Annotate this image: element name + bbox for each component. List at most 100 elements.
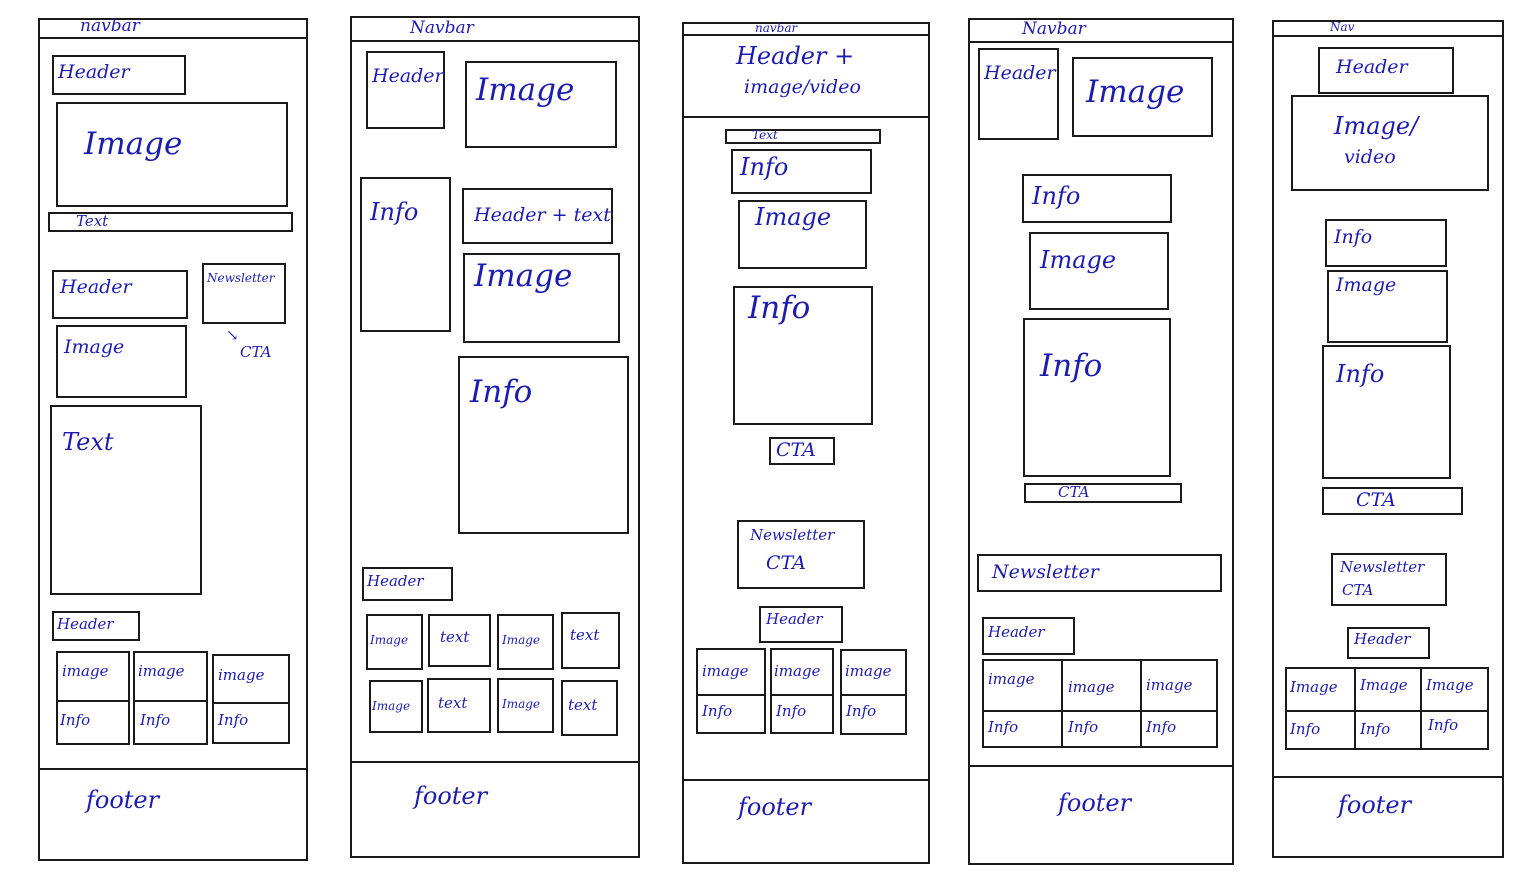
info-box bbox=[733, 286, 873, 425]
image-label: Image bbox=[755, 203, 832, 231]
hero-sublabel: image/video bbox=[744, 76, 861, 98]
image-box bbox=[465, 61, 617, 148]
grid-col-divider bbox=[1354, 667, 1356, 750]
info-box bbox=[731, 149, 872, 194]
header-label: Header bbox=[372, 65, 444, 87]
info-box bbox=[1322, 345, 1451, 479]
grid-info-label: Info bbox=[1360, 720, 1391, 738]
cta-label: CTA bbox=[1058, 483, 1090, 501]
info-box bbox=[458, 356, 629, 534]
newsletter-box bbox=[1331, 553, 1447, 606]
footer-label: footer bbox=[414, 782, 488, 810]
newsletter-box bbox=[977, 554, 1222, 592]
header-label: Header bbox=[60, 276, 132, 298]
info-label: Info bbox=[1336, 360, 1385, 388]
hero-label: Header + bbox=[736, 42, 855, 70]
header-text-label: Header + text bbox=[474, 204, 611, 226]
header-label: Header bbox=[58, 61, 130, 83]
image-label: Image bbox=[1086, 74, 1185, 110]
cell-divider bbox=[212, 702, 290, 704]
grid-text-label: text bbox=[438, 694, 468, 712]
header-box bbox=[52, 55, 186, 95]
footer-divider bbox=[1272, 776, 1504, 778]
newsletter-label: Newsletter bbox=[207, 271, 275, 285]
grid-cell bbox=[427, 678, 491, 733]
image-label: Image bbox=[1040, 246, 1117, 274]
grid-info-label: Info bbox=[1068, 718, 1099, 736]
grid-image-label: Image bbox=[1426, 676, 1474, 694]
grid-text-label: text bbox=[568, 696, 598, 714]
info-box bbox=[1022, 174, 1172, 223]
cta-box bbox=[769, 437, 835, 465]
grid-cell bbox=[56, 651, 130, 745]
cta-box bbox=[1322, 487, 1463, 515]
grid-image-label: image bbox=[138, 662, 185, 680]
info-label: Info bbox=[370, 198, 419, 226]
header-label: Header bbox=[988, 623, 1045, 641]
grid-cell bbox=[696, 648, 766, 734]
cell-divider bbox=[696, 694, 766, 696]
grid-col-divider bbox=[1420, 667, 1422, 750]
wireframe-2 bbox=[350, 16, 640, 858]
grid-cell bbox=[770, 648, 834, 734]
cell-divider bbox=[56, 700, 130, 702]
header-box bbox=[362, 567, 453, 601]
grid-cell bbox=[497, 614, 554, 670]
footer-label: footer bbox=[738, 793, 812, 821]
header-box bbox=[1347, 627, 1430, 659]
newsletter-cta-label: CTA bbox=[766, 552, 806, 574]
wireframe-5 bbox=[1272, 20, 1504, 858]
grid-info-label: Info bbox=[218, 711, 249, 729]
footer-label: footer bbox=[1058, 789, 1132, 817]
cta-arrow-icon: ↘ bbox=[226, 326, 239, 344]
grid-image-label: Image bbox=[370, 633, 409, 647]
header-label: Header bbox=[984, 62, 1056, 84]
grid-row-divider bbox=[982, 710, 1218, 712]
info-label: Info bbox=[1032, 182, 1081, 210]
grid-info-label: Info bbox=[60, 711, 91, 729]
grid-image-label: image bbox=[1068, 678, 1115, 696]
grid-cell bbox=[561, 612, 620, 669]
text-box bbox=[725, 129, 881, 144]
info-label: Info bbox=[470, 374, 533, 410]
cta-box bbox=[1024, 483, 1182, 503]
grid-cell bbox=[497, 678, 554, 733]
grid-info-label: Info bbox=[1146, 718, 1177, 736]
image-box bbox=[1072, 57, 1213, 137]
footer-divider bbox=[350, 761, 640, 763]
grid-info-label: Info bbox=[776, 702, 807, 720]
header-box bbox=[982, 617, 1075, 655]
info-box bbox=[360, 177, 451, 332]
cta-label: CTA bbox=[1356, 489, 1396, 511]
header-box bbox=[52, 270, 188, 319]
image-box bbox=[1029, 232, 1169, 310]
grid-info-label: Info bbox=[1290, 720, 1321, 738]
grid-cell bbox=[369, 680, 423, 733]
grid-info-label: Info bbox=[988, 718, 1019, 736]
image-box bbox=[463, 253, 620, 343]
footer-label: footer bbox=[86, 786, 160, 814]
info-label: Info bbox=[748, 290, 811, 326]
image-video-box bbox=[1291, 95, 1489, 191]
grid-cell bbox=[212, 654, 290, 744]
image-label: Image bbox=[474, 258, 573, 294]
info-label: Info bbox=[1334, 226, 1373, 248]
grid-image-label: image bbox=[988, 670, 1035, 688]
grid-image-label: Image bbox=[372, 699, 411, 713]
image-box bbox=[1327, 270, 1448, 343]
grid-image-label: image bbox=[845, 662, 892, 680]
hero-divider bbox=[682, 116, 930, 118]
grid-info-label: Info bbox=[702, 702, 733, 720]
header-label: Header bbox=[766, 610, 823, 628]
newsletter-label: Newsletter bbox=[750, 526, 835, 544]
cell-divider bbox=[840, 694, 907, 696]
wireframe-4 bbox=[968, 18, 1234, 865]
navbar-label: Navbar bbox=[1022, 19, 1086, 39]
grid-info-label: Info bbox=[1428, 716, 1459, 734]
grid-row-divider bbox=[1285, 710, 1489, 712]
newsletter-label: Newsletter bbox=[992, 561, 1099, 583]
navbar-divider bbox=[682, 34, 930, 36]
image-label: Image bbox=[1336, 274, 1397, 296]
footer-divider bbox=[38, 768, 308, 770]
wireframe-1 bbox=[38, 18, 308, 861]
